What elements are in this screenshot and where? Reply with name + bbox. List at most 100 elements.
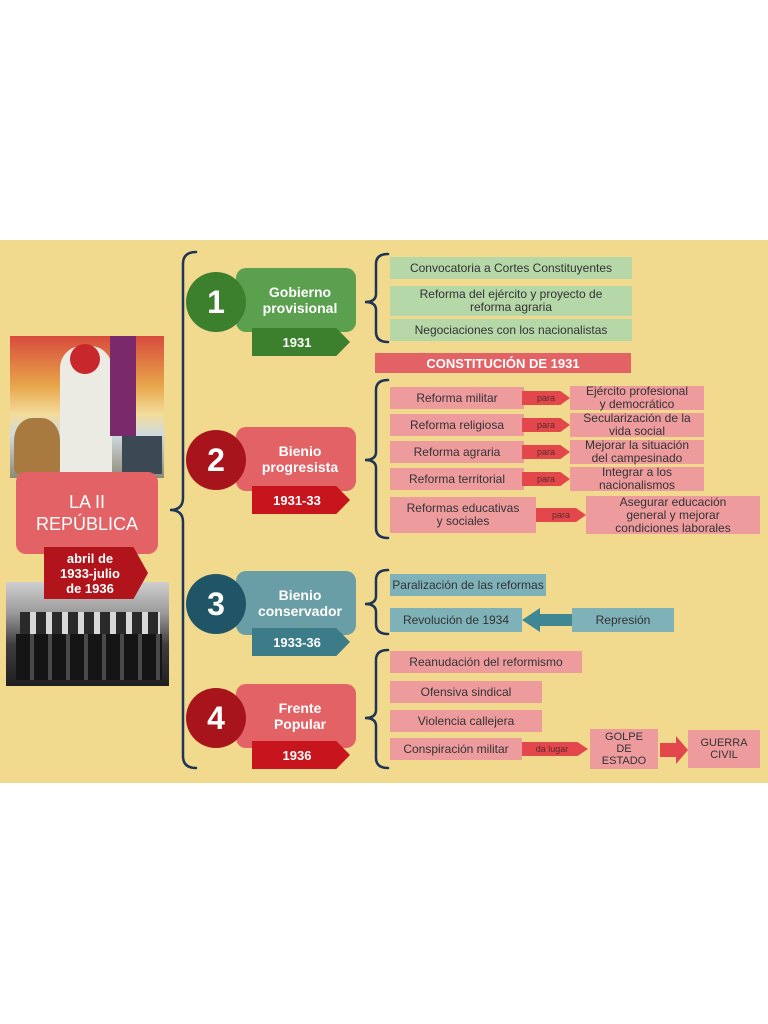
- para-arrow-5-text: para: [551, 510, 570, 520]
- allegory-illustration: [10, 336, 164, 478]
- stage4-item-4-text: Conspiración militar: [403, 741, 509, 756]
- cabinet-photo: [6, 582, 169, 686]
- stage1-item-1: Convocatoria a Cortes Constituyentes: [390, 257, 632, 279]
- goal-territorial-line1: Integrar a los: [601, 465, 673, 479]
- goal-military: Ejército profesional y democrático: [570, 384, 704, 411]
- goal-religious-line2: vida social: [608, 424, 666, 438]
- stage1-title-box: Gobierno provisional: [236, 268, 356, 332]
- civil-war-line1: GUERRA: [700, 737, 748, 749]
- stage2-title-line1: Bienio: [278, 443, 322, 459]
- stage1-item-2-line1: Reforma del ejército y proyecto de: [419, 287, 603, 301]
- stage3-title-box: Bienio conservador: [236, 571, 356, 635]
- stage4-item-4: Conspiración militar: [390, 738, 522, 760]
- stage4-item-3-text: Violencia callejera: [417, 713, 515, 728]
- goal-military-line2: y democrático: [599, 397, 675, 411]
- stage3-bracket: [364, 568, 390, 636]
- goal-military-line1: Ejército profesional: [585, 384, 689, 398]
- stage1-year: 1931: [282, 334, 312, 350]
- reform-education-line1: Reformas educativas: [406, 501, 520, 515]
- goal-education-line3: condiciones laborales: [615, 520, 731, 535]
- left-arrow-icon: [522, 608, 572, 632]
- goal-agrarian: Mejorar la situación del campesinado: [570, 438, 704, 465]
- stage3-item-1-text: Paralización de las reformas: [392, 577, 544, 592]
- main-dates-line3: de 1936: [66, 580, 114, 596]
- reform-religious: Reforma religiosa: [390, 414, 524, 436]
- reform-military: Reforma militar: [390, 387, 524, 409]
- stage3-item-3-text: Represión: [595, 612, 651, 627]
- stage2-year: 1931-33: [273, 492, 321, 508]
- stage1-item-3-text: Negociaciones con los nacionalistas: [414, 322, 608, 337]
- coup-box: GOLPE DE ESTADO: [590, 729, 658, 769]
- stage3-item-1: Paralización de las reformas: [390, 574, 546, 596]
- stage3-item-2-text: Revolución de 1934: [402, 612, 510, 627]
- stage3-item-3: Represión: [572, 608, 674, 632]
- constitution-banner: CONSTITUCIÓN DE 1931: [375, 353, 631, 373]
- goal-education: Asegurar educación general y mejorar con…: [586, 494, 760, 535]
- reform-territorial-text: Reforma territorial: [408, 471, 506, 486]
- main-title-line2: REPÚBLICA: [35, 514, 139, 534]
- connector-layer: [169, 250, 688, 770]
- para-arrow-2: para: [522, 418, 570, 432]
- stage4-number: 4: [207, 699, 225, 736]
- stage1-title-line1: Gobierno: [268, 284, 332, 300]
- para-arrow-3-text: para: [536, 447, 555, 457]
- para-arrow-4-text: para: [536, 474, 555, 484]
- stage2-bracket: [364, 378, 390, 540]
- reform-territorial: Reforma territorial: [390, 468, 524, 490]
- stage1-number-circle: 1: [186, 272, 246, 332]
- stage4-title-box: Frente Popular: [236, 684, 356, 748]
- stage1-bracket: [364, 252, 390, 344]
- goal-education-line2: general y mejorar: [626, 507, 720, 522]
- stage1-year-banner: 1931: [252, 328, 350, 356]
- stage4-item-1: Reanudación del reformismo: [390, 651, 582, 673]
- stage3-number: 3: [207, 585, 225, 622]
- goal-territorial: Integrar a los nacionalismos: [570, 465, 704, 492]
- stage4-bracket: [364, 648, 390, 770]
- goal-education-line1: Asegurar educación: [619, 494, 727, 509]
- stage4-year-banner: 1936: [252, 741, 350, 769]
- right-arrow-icon: [660, 736, 688, 764]
- coup-line3: ESTADO: [601, 755, 647, 767]
- stage3-number-circle: 3: [186, 574, 246, 634]
- goal-religious: Secularización de la vida social: [570, 411, 704, 438]
- reform-agrarian-text: Reforma agraria: [413, 444, 501, 459]
- civil-war-line2: CIVIL: [710, 749, 738, 761]
- stage2-title-line2: progresista: [261, 459, 339, 475]
- stage3-title-line1: Bienio: [278, 587, 322, 603]
- stage1-item-2-line2: reforma agraria: [469, 300, 553, 314]
- stage3-year-banner: 1933-36: [252, 628, 350, 656]
- main-dates-line2: 1933-julio: [60, 565, 120, 581]
- reform-religious-text: Reforma religiosa: [409, 417, 505, 432]
- goal-agrarian-line1: Mejorar la situación: [584, 438, 690, 452]
- para-arrow-4: para: [522, 472, 570, 486]
- goal-religious-line1: Secularización de la: [583, 411, 691, 425]
- stage3-title-line2: conservador: [257, 603, 343, 619]
- constitution-text: CONSTITUCIÓN DE 1931: [426, 355, 580, 371]
- stage4-item-2: Ofensiva sindical: [390, 681, 542, 703]
- stage3-year: 1933-36: [273, 634, 321, 650]
- da-lugar-arrow-text: da lugar: [535, 744, 569, 754]
- da-lugar-arrow: da lugar: [522, 742, 588, 756]
- main-dates-banner: abril de 1933-julio de 1936: [44, 547, 148, 599]
- stage4-title-line2: Popular: [273, 716, 327, 732]
- para-arrow-1-text: para: [536, 393, 555, 403]
- stage4-title-line1: Frente: [278, 700, 322, 716]
- reform-education-line2: y sociales: [436, 514, 490, 528]
- main-title-box: LA II REPÚBLICA: [16, 472, 158, 554]
- stage2-title-box: Bienio progresista: [236, 427, 356, 491]
- coup-line1: GOLPE: [605, 731, 643, 743]
- para-arrow-5: para: [536, 508, 586, 522]
- reform-education: Reformas educativas y sociales: [390, 497, 536, 533]
- stage4-item-1-text: Reanudación del reformismo: [409, 654, 563, 669]
- stage2-year-banner: 1931-33: [252, 486, 350, 514]
- stage4-year: 1936: [282, 747, 312, 763]
- diagram-canvas: LA II REPÚBLICA abril de 1933-julio de 1…: [0, 240, 768, 783]
- stage1-title-line2: provisional: [262, 300, 338, 316]
- main-bracket: [169, 250, 198, 770]
- para-arrow-2-text: para: [536, 420, 555, 430]
- goal-territorial-line2: nacionalismos: [598, 478, 676, 492]
- main-title-line1: LA II: [68, 492, 106, 512]
- stage1-item-3: Negociaciones con los nacionalistas: [390, 319, 632, 341]
- stage3-item-2: Revolución de 1934: [390, 608, 522, 632]
- stage1-number: 1: [207, 283, 225, 320]
